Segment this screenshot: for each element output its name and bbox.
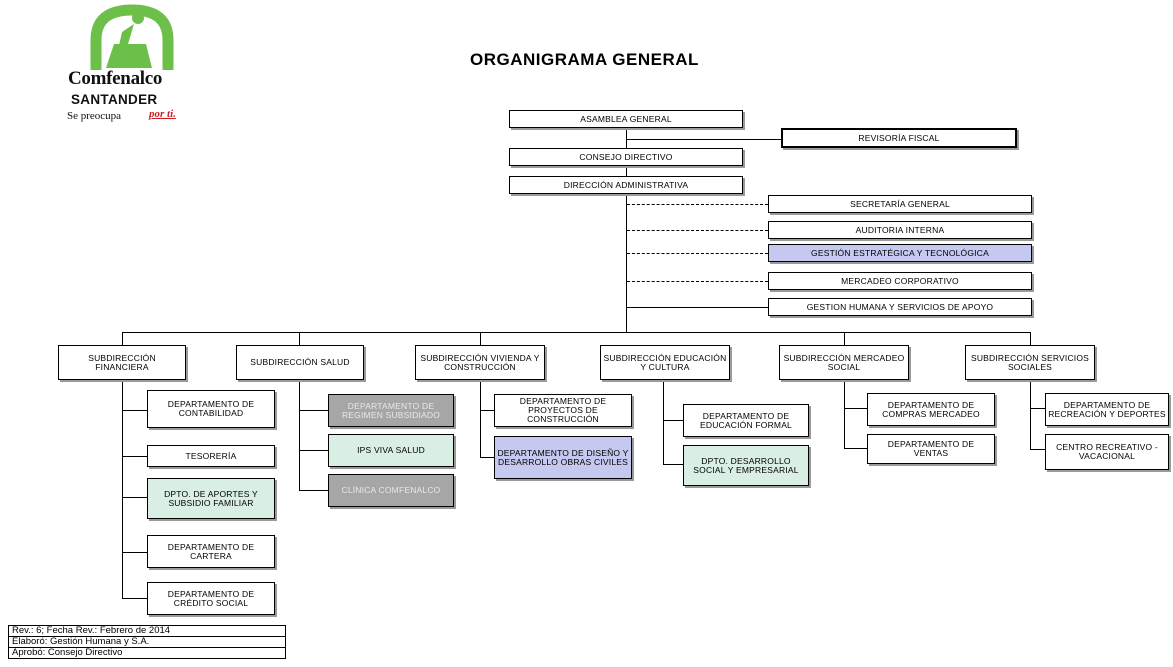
connector (844, 408, 867, 409)
connector (480, 457, 494, 458)
logo-icon (90, 4, 174, 70)
connector (627, 204, 768, 205)
box-clinica-comfenalco: CLÍNICA COMFENALCO (328, 474, 454, 507)
box-asamblea-general: ASAMBLEA GENERAL (509, 110, 743, 128)
connector (122, 332, 123, 345)
box-departamento-proyectos: DEPARTAMENTO DE PROYECTOS DE CONSTRUCCIÓ… (494, 394, 632, 427)
box-consejo-directivo: CONSEJO DIRECTIVO (509, 148, 743, 166)
connector (626, 139, 781, 140)
connector (626, 128, 627, 332)
box-mercadeo-corporativo: MERCADEO CORPORATIVO (768, 272, 1032, 290)
connector (844, 448, 867, 449)
connector (299, 380, 300, 491)
box-departamento-regimen: DEPARTAMENTO DE REGIMEN SUBSIDIADO (328, 394, 454, 427)
box-centro-recreativo: CENTRO RECREATIVO - VACACIONAL (1045, 434, 1169, 470)
box-subdireccion-educacion: SUBDIRECCIÓN EDUCACIÓN Y CULTURA (600, 345, 730, 380)
box-subdireccion-mercadeo-social: SUBDIRECCIÓN MERCADEO SOCIAL (779, 345, 909, 380)
connector (122, 410, 147, 411)
connector (480, 410, 494, 411)
logo-tagline-accent: por ti. (149, 108, 176, 120)
connector (1030, 408, 1045, 409)
connector (122, 598, 147, 599)
connector (663, 380, 664, 465)
footer-elaboro: Elaboró: Gestión Humana y S.A. (9, 637, 285, 648)
box-dpto-aportes: DPTO. DE APORTES Y SUBSIDIO FAMILIAR (147, 478, 275, 519)
page-title: ORGANIGRAMA GENERAL (470, 50, 699, 69)
connector (663, 464, 683, 465)
comfenalco-logo (62, 4, 212, 134)
box-subdireccion-financiera: SUBDIRECCIÓN FINANCIERA (58, 345, 186, 380)
connector (844, 380, 845, 449)
footer-aprobo: Aprobó: Consejo Directivo (12, 647, 123, 658)
connector (122, 456, 147, 457)
box-departamento-compras: DEPARTAMENTO DE COMPRAS MERCADEO (867, 393, 995, 426)
box-auditoria-interna: AUDITORIA INTERNA (768, 221, 1032, 239)
logo-subtitle: SANTANDER (71, 92, 158, 107)
box-direccion-administrativa: DIRECCIÓN ADMINISTRATIVA (509, 176, 743, 194)
connector (299, 490, 328, 491)
connector (627, 230, 768, 231)
box-departamento-contabilidad: DEPARTAMENTO DE CONTABILIDAD (147, 390, 275, 428)
connector (663, 420, 683, 421)
box-secretaria-general: SECRETARÍA GENERAL (768, 195, 1032, 213)
connector (627, 253, 768, 254)
box-departamento-cartera: DEPARTAMENTO DE CARTERA (147, 535, 275, 568)
box-ips-viva-salud: IPS VIVA SALUD (328, 434, 454, 467)
connector (1030, 380, 1031, 450)
connector (480, 380, 481, 458)
box-subdireccion-salud: SUBDIRECCIÓN SALUD (236, 345, 364, 380)
connector (627, 281, 768, 282)
box-departamento-ventas: DEPARTAMENTO DE VENTAS (867, 434, 995, 464)
box-departamento-credito-social: DEPARTAMENTO DE CRÉDITO SOCIAL (147, 582, 275, 615)
connector (299, 410, 328, 411)
footer-revision: Rev.: 6; Fecha Rev.: Febrero de 2014 (9, 626, 285, 637)
box-subdireccion-vivienda: SUBDIRECCIÓN VIVIENDA Y CONSTRUCCIÓN (415, 345, 545, 380)
connector (1030, 332, 1031, 345)
connector (122, 332, 1031, 333)
box-departamento-recreacion: DEPARTAMENTO DE RECREACIÓN Y DEPORTES (1045, 393, 1169, 426)
revision-footer: Rev.: 6; Fecha Rev.: Febrero de 2014 Ela… (8, 625, 286, 659)
connector (299, 450, 328, 451)
box-gestion-humana: GESTION HUMANA Y SERVICIOS DE APOYO (768, 298, 1032, 316)
connector (122, 552, 147, 553)
box-dpto-desarrollo-social: DPTO. DESARROLLO SOCIAL Y EMPRESARIAL (683, 445, 809, 486)
connector (299, 332, 300, 345)
box-revisoria-fiscal: REVISORÍA FISCAL (781, 128, 1017, 148)
box-departamento-educacion-formal: DEPARTAMENTO DE EDUCACIÓN FORMAL (683, 404, 809, 437)
connector (122, 380, 123, 599)
connector (1030, 449, 1045, 450)
box-departamento-diseno: DEPARTAMENTO DE DISEÑO Y DESARROLLO OBRA… (494, 436, 632, 479)
logo-tagline: Se preocupa (67, 110, 122, 122)
connector (480, 332, 481, 345)
box-gestion-estrategica: GESTIÓN ESTRATÉGICA Y TECNOLÓGICA (768, 244, 1032, 262)
connector (122, 497, 147, 498)
box-tesoreria: TESORERÍA (147, 445, 275, 467)
box-subdireccion-servicios-sociales: SUBDIRECCIÓN SERVICIOS SOCIALES (965, 345, 1095, 380)
connector (844, 332, 845, 345)
connector (627, 307, 768, 308)
logo-wordmark: Comfenalco (68, 68, 163, 89)
